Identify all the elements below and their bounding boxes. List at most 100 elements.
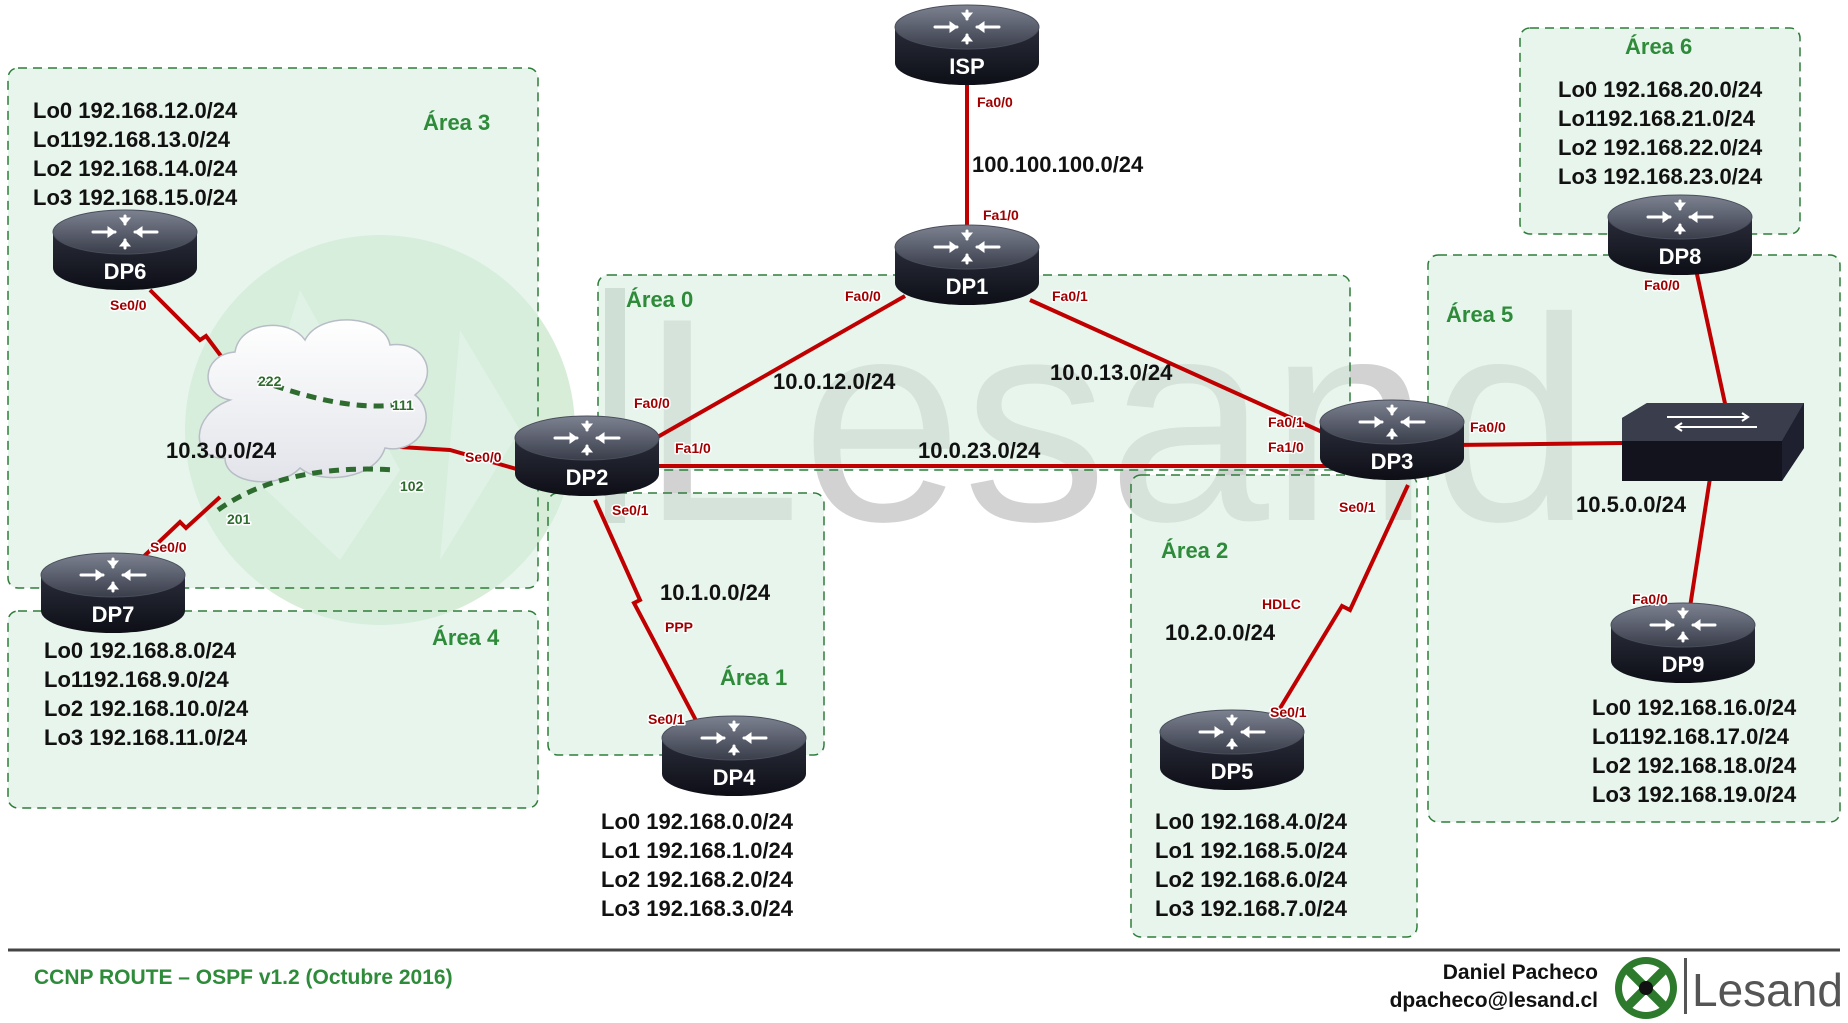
encap-ppp: PPP bbox=[665, 619, 693, 635]
loopbacks-dp6: Lo0 192.168.12.0/24 Lo1192.168.13.0/24 L… bbox=[33, 98, 238, 210]
if-dp2-fa10: Fa1/0 bbox=[675, 440, 711, 456]
if-dp1-fa10: Fa1/0 bbox=[983, 207, 1019, 223]
dlci-111: 111 bbox=[392, 397, 414, 413]
pvc-dp6-dp2 bbox=[257, 377, 396, 409]
area6-label: Área 6 bbox=[1625, 34, 1692, 59]
router-label-dp4: DP4 bbox=[713, 765, 757, 790]
router-label-isp: ISP bbox=[949, 54, 984, 79]
link-dp2-dp4 bbox=[593, 499, 702, 729]
footer-title: CCNP ROUTE – OSPF v1.2 (Octubre 2016) bbox=[34, 966, 453, 989]
areas bbox=[7, 27, 1841, 938]
if-dp5-se01: Se0/1 bbox=[1270, 704, 1307, 720]
loopbacks-dp7: Lo0 192.168.8.0/24 Lo1192.168.9.0/24 Lo2… bbox=[44, 638, 249, 750]
link-dp1-dp2 bbox=[639, 294, 906, 449]
loopback-dp9-lo3: Lo3 192.168.19.0/24 bbox=[1592, 782, 1797, 807]
frame-relay-cloud bbox=[198, 319, 429, 513]
footer-author: Daniel Pacheco bbox=[1443, 961, 1598, 984]
if-dp3-fa10: Fa1/0 bbox=[1268, 439, 1304, 455]
loopback-dp9-lo2: Lo2 192.168.18.0/24 bbox=[1592, 753, 1797, 778]
loopback-dp6-lo2: Lo2 192.168.14.0/24 bbox=[33, 156, 238, 181]
if-isp-fa00: Fa0/0 bbox=[977, 94, 1013, 110]
links bbox=[138, 82, 1728, 730]
footer-brand: Lesand bbox=[1692, 964, 1843, 1016]
if-dp2-fa00: Fa0/0 bbox=[634, 395, 670, 411]
loopback-dp4-lo2: Lo2 192.168.2.0/24 bbox=[601, 867, 794, 892]
loopback-dp6-lo0: Lo0 192.168.12.0/24 bbox=[33, 98, 238, 123]
link-switch-dp9 bbox=[1686, 477, 1712, 621]
loopback-dp7-lo3: Lo3 192.168.11.0/24 bbox=[44, 725, 248, 750]
router-label-dp2: DP2 bbox=[566, 465, 609, 490]
loopback-dp9-lo1: Lo1192.168.17.0/24 bbox=[1592, 724, 1790, 749]
pvc-dp7-dp2 bbox=[216, 466, 396, 513]
loopback-dp7-lo0: Lo0 192.168.8.0/24 bbox=[44, 638, 237, 663]
loopback-dp6-lo3: Lo3 192.168.15.0/24 bbox=[33, 185, 238, 210]
area4-label: Área 4 bbox=[432, 625, 500, 650]
net-dp2-dp4: 10.1.0.0/24 bbox=[660, 580, 771, 605]
router-label-dp3: DP3 bbox=[1371, 449, 1414, 474]
switch bbox=[1622, 403, 1804, 481]
loopback-dp4-lo0: Lo0 192.168.0.0/24 bbox=[601, 809, 794, 834]
area1-label: Área 1 bbox=[720, 665, 787, 690]
if-dp3-se01: Se0/1 bbox=[1339, 499, 1376, 515]
loopback-dp8-lo0: Lo0 192.168.20.0/24 bbox=[1558, 77, 1763, 102]
area4-box bbox=[7, 610, 539, 809]
link-dp8-switch bbox=[1693, 264, 1728, 409]
net-dp1-dp3: 10.0.13.0/24 bbox=[1050, 360, 1173, 385]
net-dp1-dp2: 10.0.12.0/24 bbox=[773, 369, 896, 394]
network-labels: 100.100.100.0/24 10.0.12.0/24 10.0.13.0/… bbox=[166, 152, 1687, 645]
area2-label: Área 2 bbox=[1161, 538, 1228, 563]
dlci-102: 102 bbox=[400, 478, 424, 494]
router-label-dp7: DP7 bbox=[92, 602, 135, 627]
dlci-201: 201 bbox=[227, 511, 251, 527]
router-label-dp5: DP5 bbox=[1211, 759, 1254, 784]
footer-logo-bar bbox=[1684, 958, 1687, 1014]
loopback-dp5-lo2: Lo2 192.168.6.0/24 bbox=[1155, 867, 1348, 892]
interface-labels: Fa0/0 Fa1/0 Fa0/0 Fa0/1 Fa0/0 Fa1/0 Se0/… bbox=[109, 93, 1682, 729]
if-dp6-se00: Se0/0 bbox=[110, 297, 147, 313]
if-dp1-fa00: Fa0/0 bbox=[845, 288, 881, 304]
loopback-dp8-lo3: Lo3 192.168.23.0/24 bbox=[1558, 164, 1763, 189]
link-dp1-dp3 bbox=[1029, 298, 1341, 442]
dlci-labels: 222 111 102 201 bbox=[226, 372, 426, 529]
link-dp3-dp5 bbox=[1266, 484, 1410, 730]
loopbacks-dp5: Lo0 192.168.4.0/24 Lo1 192.168.5.0/24 Lo… bbox=[1155, 809, 1348, 921]
loopbacks-dp9: Lo0 192.168.16.0/24 Lo1192.168.17.0/24 L… bbox=[1592, 695, 1797, 807]
loopback-dp4-lo1: Lo1 192.168.1.0/24 bbox=[601, 838, 794, 863]
if-dp8-fa00: Fa0/0 bbox=[1644, 277, 1680, 293]
if-dp3-fa00: Fa0/0 bbox=[1470, 419, 1506, 435]
loopback-dp6-lo1: Lo1192.168.13.0/24 bbox=[33, 127, 231, 152]
router-labels: ISP DP1 DP2 DP3 DP4 DP5 DP6 DP7 DP8 DP9 bbox=[92, 54, 1705, 790]
net-area5-lan: 10.5.0.0/24 bbox=[1576, 492, 1687, 517]
if-dp4-se01: Se0/1 bbox=[648, 711, 685, 727]
link-dp7-cloud bbox=[138, 495, 222, 562]
router-label-dp9: DP9 bbox=[1662, 652, 1705, 677]
area2-box bbox=[1130, 474, 1418, 938]
dlci-222: 222 bbox=[258, 373, 282, 389]
loopback-dp5-lo3: Lo3 192.168.7.0/24 bbox=[1155, 896, 1348, 921]
net-dp3-dp5: 10.2.0.0/24 bbox=[1165, 620, 1276, 645]
loopback-dp7-lo1: Lo1192.168.9.0/24 bbox=[44, 667, 229, 692]
loopbacks-dp4: Lo0 192.168.0.0/24 Lo1 192.168.1.0/24 Lo… bbox=[601, 809, 794, 921]
if-dp9-fa00: Fa0/0 bbox=[1632, 591, 1668, 607]
lesand-logo-icon bbox=[1615, 957, 1677, 1019]
area5-label: Área 5 bbox=[1446, 302, 1513, 327]
encap-hdlc: HDLC bbox=[1262, 596, 1301, 612]
loopback-dp8-lo2: Lo2 192.168.22.0/24 bbox=[1558, 135, 1763, 160]
if-dp1-fa01: Fa0/1 bbox=[1052, 288, 1088, 304]
loopback-dp8-lo1: Lo1192.168.21.0/24 bbox=[1558, 106, 1756, 131]
net-frame-relay: 10.3.0.0/24 bbox=[166, 438, 277, 463]
if-dp7-se00: Se0/0 bbox=[150, 539, 187, 555]
link-dp3-switch bbox=[1454, 441, 1623, 447]
loopback-dp5-lo1: Lo1 192.168.5.0/24 bbox=[1155, 838, 1348, 863]
area-labels: Área 3 Área 4 Área 0 Área 1 Área 2 Área … bbox=[423, 34, 1692, 690]
footer-email: dpacheco@lesand.cl bbox=[1390, 989, 1598, 1012]
area1-box bbox=[547, 492, 825, 756]
area3-label: Área 3 bbox=[423, 110, 490, 135]
if-dp2-se01: Se0/1 bbox=[612, 502, 649, 518]
router-label-dp6: DP6 bbox=[104, 259, 147, 284]
loopback-dp5-lo0: Lo0 192.168.4.0/24 bbox=[1155, 809, 1348, 834]
if-dp3-fa01: Fa0/1 bbox=[1268, 414, 1304, 430]
net-isp-dp1: 100.100.100.0/24 bbox=[972, 152, 1144, 177]
loopbacks-dp8: Lo0 192.168.20.0/24 Lo1192.168.21.0/24 L… bbox=[1558, 77, 1763, 189]
